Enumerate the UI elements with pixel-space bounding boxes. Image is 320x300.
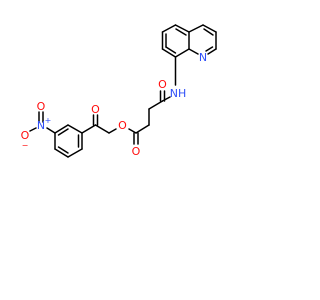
- bond: [205, 46, 214, 52]
- bond: [57, 146, 69, 154]
- nitro-oxygen-top-label: O: [37, 100, 46, 113]
- bond: [81, 124, 97, 134]
- quinoline-nitrogen-label: N: [199, 51, 207, 64]
- bond: [188, 24, 204, 33]
- nitro-nitrogen-label: N: [37, 119, 45, 132]
- bond: [54, 148, 69, 158]
- molecule-structure: O NH N O O O N + O O −: [21, 24, 217, 158]
- nitro-oxygen-charge: −: [22, 141, 29, 150]
- bond: [174, 48, 190, 58]
- bond: [54, 124, 69, 134]
- bond: [57, 128, 69, 136]
- bond: [67, 124, 83, 134]
- bond: [161, 24, 177, 33]
- bonds: [29, 24, 217, 158]
- bond: [165, 46, 177, 54]
- bond: [94, 124, 110, 134]
- amide-nh-label: NH: [170, 87, 187, 100]
- nitro-nitrogen-charge: +: [45, 116, 52, 125]
- bond: [67, 148, 83, 158]
- bond: [29, 127, 37, 132]
- bond: [46, 127, 56, 134]
- bond: [207, 48, 217, 55]
- bond: [161, 48, 177, 58]
- bond: [175, 28, 187, 36]
- bond: [135, 124, 150, 134]
- atom-labels: O NH N O O O N + O O −: [21, 51, 207, 158]
- bond: [148, 100, 164, 110]
- bond: [108, 128, 117, 134]
- ester-carbonyl-oxygen-label: O: [132, 145, 141, 158]
- amide-oxygen-label: O: [158, 78, 167, 91]
- ester-oxygen-label: O: [118, 119, 127, 132]
- ketone-oxygen-label: O: [91, 103, 100, 116]
- bond: [128, 128, 137, 134]
- nitro-oxygen-bottom-label: O: [21, 129, 30, 142]
- bond: [203, 28, 214, 36]
- bond: [202, 24, 217, 33]
- bond: [174, 24, 190, 33]
- bond: [188, 48, 199, 55]
